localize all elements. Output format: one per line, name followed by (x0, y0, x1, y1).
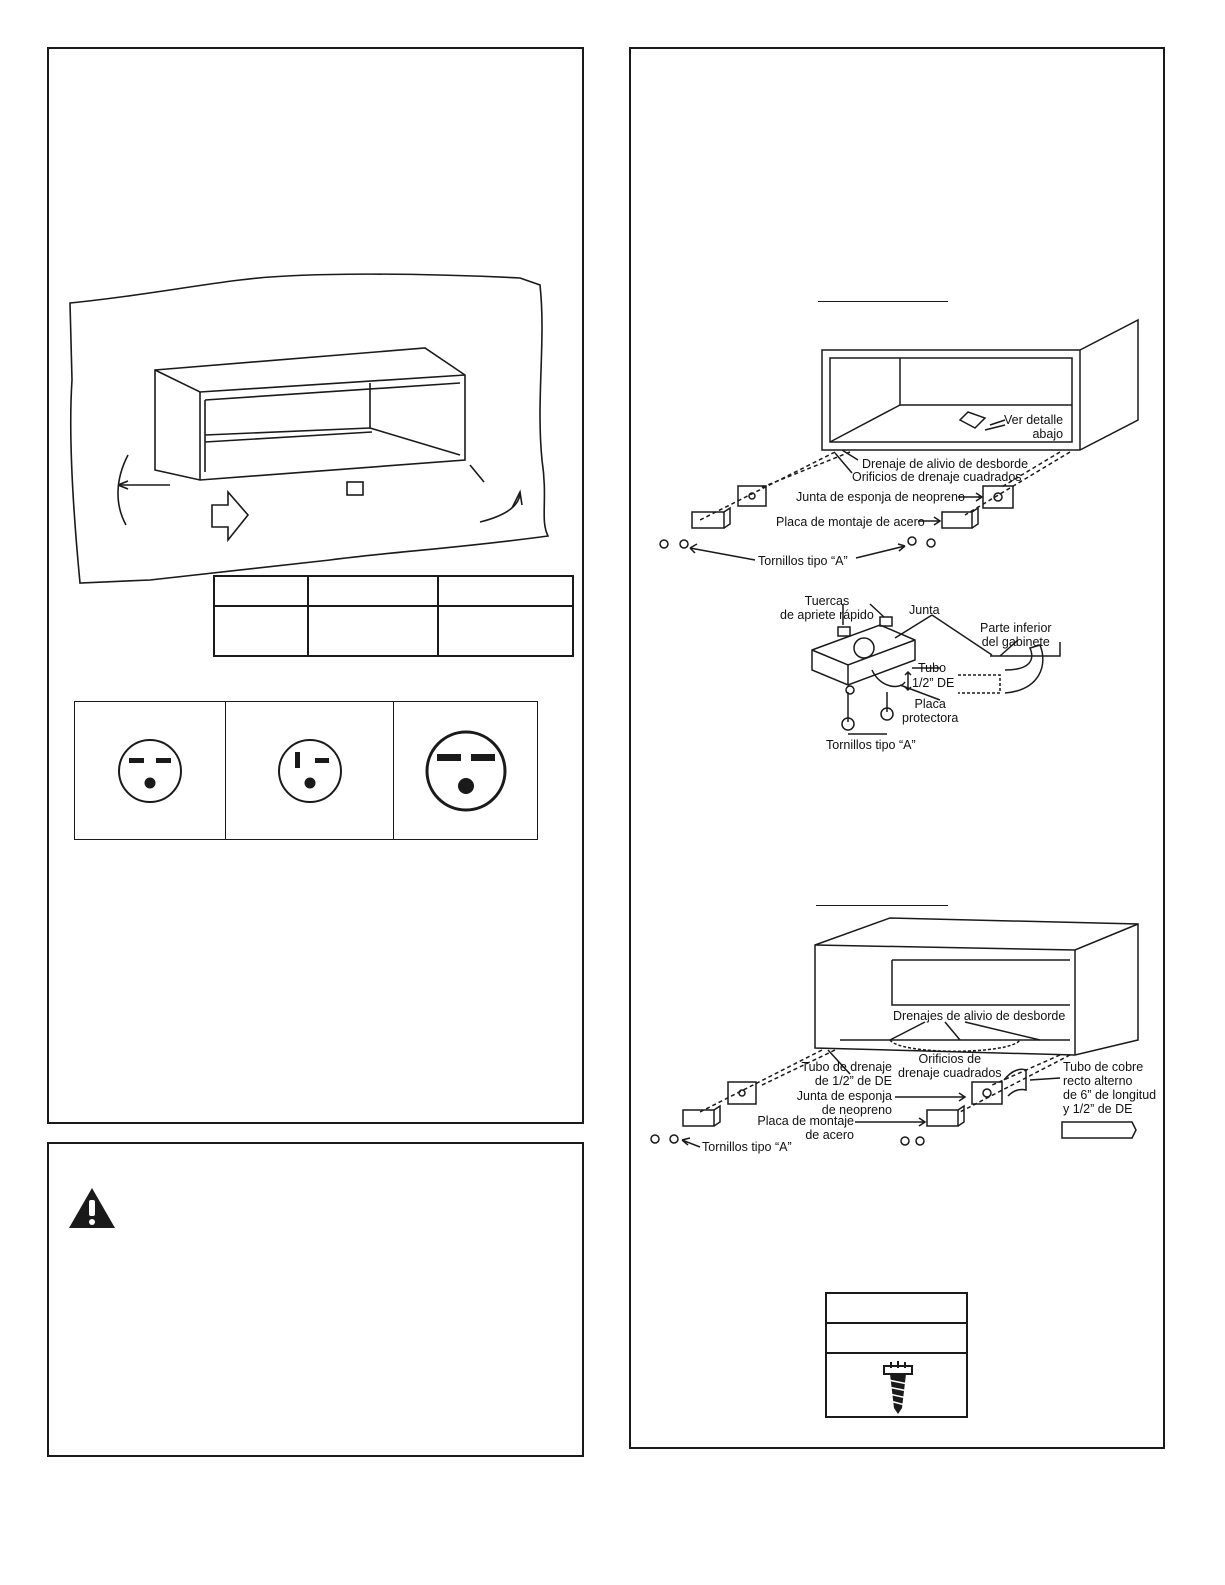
label-orificios-bottom: Orificios de drenaje cuadrados (898, 1052, 1002, 1080)
table-cell (437, 575, 574, 607)
screw-box-row (827, 1294, 966, 1324)
outlet-cell-3 (393, 702, 537, 839)
table-cell (213, 575, 309, 607)
outlet-icon (425, 730, 506, 811)
label-tuercas: Tuercas de apriete rápido (780, 594, 874, 622)
table-cell (307, 605, 439, 657)
label-junta-esponja: Junta de esponja de neopreno (796, 490, 965, 504)
left-top-panel (47, 47, 584, 1124)
table-cell (437, 605, 574, 657)
label-orificios: Orificios de drenaje cuadrados (852, 470, 1022, 484)
label-placa-montaje-bottom: Placa de montaje de acero (757, 1114, 854, 1142)
section-heading-underline (818, 301, 948, 302)
outlet-icon (118, 738, 182, 803)
label-placa-protectora: Placa protectora (902, 697, 959, 725)
outlet-types-row (74, 701, 538, 840)
label-drenajes-alivio: Drenajes de alivio de desborde (893, 1009, 1066, 1023)
label-ver-detalle: Ver detalle abajo (1004, 413, 1064, 441)
label-junta-esponja-bottom: Junta de esponja de neopreno (796, 1089, 892, 1117)
label-tubo-cobre: Tubo de cobre recto alterno de 6” de lon… (1063, 1060, 1157, 1116)
label-drenaje-alivio: Drenaje de alivio de desborde (862, 457, 1029, 471)
outlet-icon (277, 738, 342, 803)
label-tubo-size: 1/2” DE (912, 676, 955, 690)
warning-panel (47, 1142, 584, 1457)
section-heading-underline (816, 905, 948, 906)
outlet-cell-2 (225, 702, 393, 839)
label-tornillos-detail: Tornillos tipo “A” (826, 738, 916, 752)
right-panel (629, 47, 1165, 1449)
label-tornillos-top: Tornillos tipo “A” (758, 554, 848, 568)
dimensions-table (213, 575, 574, 657)
table-cell (213, 605, 309, 657)
label-placa-montaje: Placa de montaje de acero (776, 515, 925, 529)
warning-triangle-icon (69, 1188, 115, 1228)
screw-type-box (825, 1292, 968, 1418)
outlet-cell-1 (75, 702, 225, 839)
label-junta: Junta (909, 603, 940, 617)
label-tornillos-bottom: Tornillos tipo “A” (702, 1140, 792, 1154)
screw-icon (883, 1361, 913, 1414)
label-tubo-drenaje: Tubo de drenaje de 1/2” de DE (801, 1060, 892, 1088)
screw-box-row (827, 1324, 966, 1354)
label-parte-inferior: Parte inferior del gabinete (980, 621, 1052, 649)
table-cell (307, 575, 439, 607)
label-tubo: Tubo (918, 661, 947, 675)
